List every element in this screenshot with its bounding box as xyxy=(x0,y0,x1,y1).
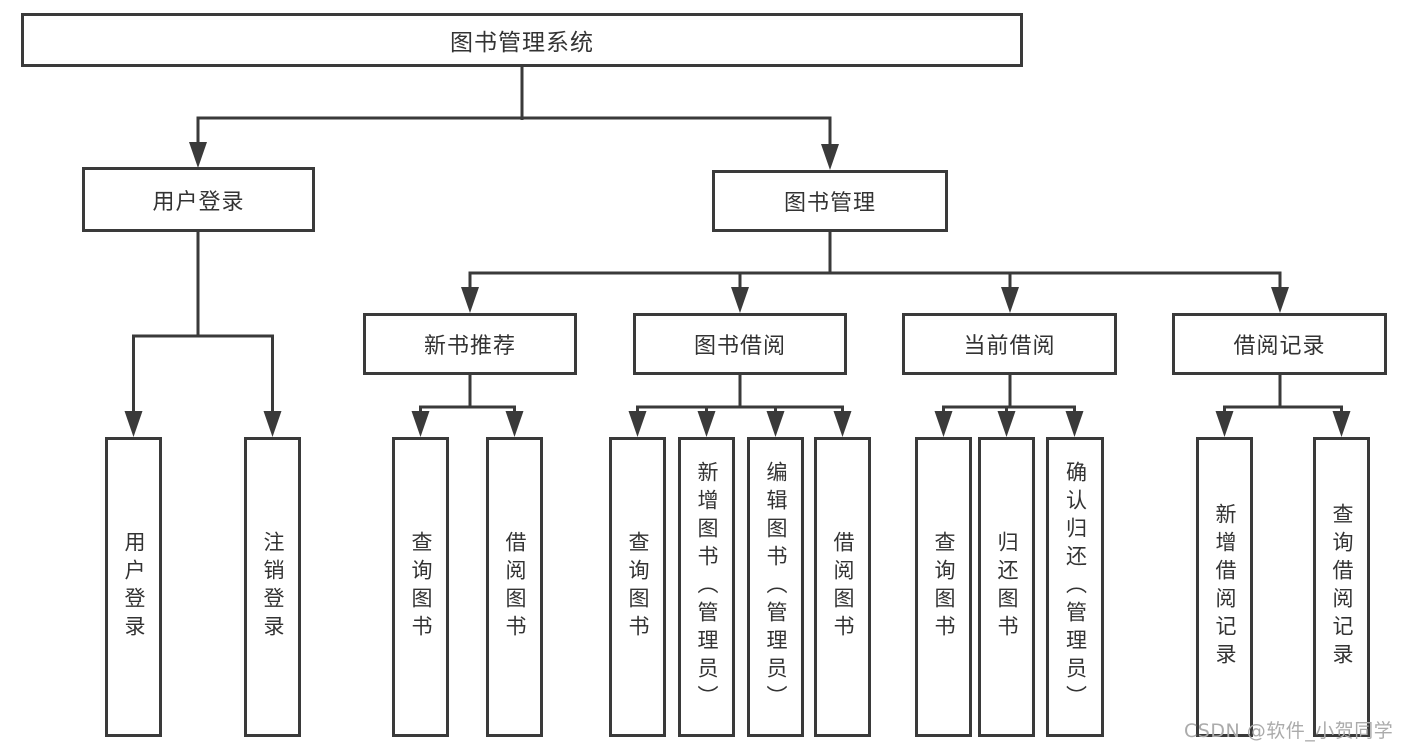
node-current-borrowing: 当前借阅 xyxy=(902,313,1117,375)
leaf-user-login: 用户登录 xyxy=(105,437,162,737)
leaf-borrow-books-borrowing: 借阅图书 xyxy=(814,437,871,737)
node-new-book-recommendation: 新书推荐 xyxy=(363,313,577,375)
leaf-logout: 注销登录 xyxy=(244,437,301,737)
node-borrowing-records: 借阅记录 xyxy=(1172,313,1387,375)
node-library-management-system: 图书管理系统 xyxy=(21,13,1023,67)
node-book-borrowing: 图书借阅 xyxy=(633,313,847,375)
csdn-watermark: CSDN @软件_小贺同学 xyxy=(1184,720,1394,742)
leaf-borrow-books-recommend: 借阅图书 xyxy=(486,437,543,737)
leaf-query-books-current: 查询图书 xyxy=(915,437,972,737)
node-book-management: 图书管理 xyxy=(712,170,948,232)
leaf-return-books: 归还图书 xyxy=(978,437,1035,737)
leaf-query-books-recommend: 查询图书 xyxy=(392,437,449,737)
node-user-login: 用户登录 xyxy=(82,167,315,232)
leaf-confirm-return-admin: 确认归还（管理员） xyxy=(1046,437,1104,737)
leaf-edit-books-admin: 编辑图书（管理员） xyxy=(747,437,804,737)
arrowheads xyxy=(124,142,1351,437)
leaf-query-books-borrowing: 查询图书 xyxy=(609,437,666,737)
leaf-query-borrow-record: 查询借阅记录 xyxy=(1313,437,1370,737)
leaf-add-books-admin: 新增图书（管理员） xyxy=(678,437,735,737)
leaf-add-borrow-record: 新增借阅记录 xyxy=(1196,437,1253,737)
